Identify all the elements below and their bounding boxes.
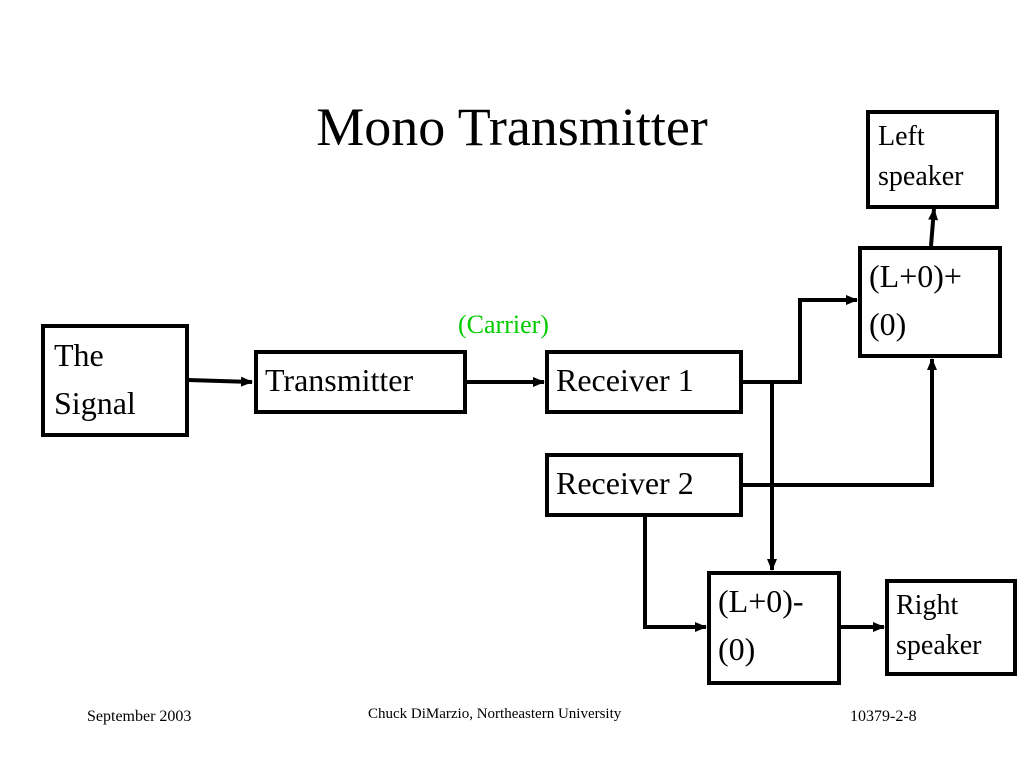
footer-slide-id: 10379-2-8 bbox=[850, 708, 917, 725]
slide-title: Mono Transmitter bbox=[316, 97, 708, 157]
right-speaker-block bbox=[885, 579, 1017, 676]
receiver1-label: Receiver 1 bbox=[556, 362, 694, 398]
signal-label-line1: The bbox=[54, 337, 104, 373]
receiver2-block bbox=[545, 453, 743, 517]
transmitter-label: Transmitter bbox=[265, 362, 414, 398]
signal-label-line2: Signal bbox=[54, 385, 136, 421]
footer-date: September 2003 bbox=[87, 708, 192, 725]
footer-author: Chuck DiMarzio, Northeastern University bbox=[368, 706, 622, 722]
transmitter-block bbox=[254, 350, 467, 414]
left-speaker-block bbox=[866, 110, 999, 209]
diff-block bbox=[707, 571, 841, 685]
arrow-receiver2-to-diff bbox=[643, 514, 707, 632]
carrier-label: (Carrier) bbox=[458, 310, 549, 339]
diff-label-line2: (0) bbox=[718, 631, 756, 667]
arrow-receiver1-to-sum bbox=[742, 295, 858, 384]
left-speaker-label-line1: Left bbox=[878, 121, 925, 152]
signal-block bbox=[41, 324, 189, 437]
left-speaker-label-line2: speaker bbox=[878, 161, 964, 192]
receiver2-label: Receiver 2 bbox=[556, 465, 694, 501]
sum-label-line1: (L+0)+ bbox=[869, 258, 962, 294]
arrow-receiver2-to-sum bbox=[742, 358, 937, 487]
sum-block bbox=[858, 246, 1002, 358]
sum-label-line2: (0) bbox=[869, 306, 907, 342]
right-speaker-label-line1: Right bbox=[896, 590, 959, 621]
diff-label-line1: (L+0)- bbox=[718, 583, 804, 619]
arrow-signal-to-transmitter bbox=[187, 376, 253, 387]
right-speaker-label-line2: speaker bbox=[896, 630, 982, 661]
receiver1-block bbox=[545, 350, 743, 414]
arrow-sum-to-left-speaker bbox=[928, 208, 939, 247]
